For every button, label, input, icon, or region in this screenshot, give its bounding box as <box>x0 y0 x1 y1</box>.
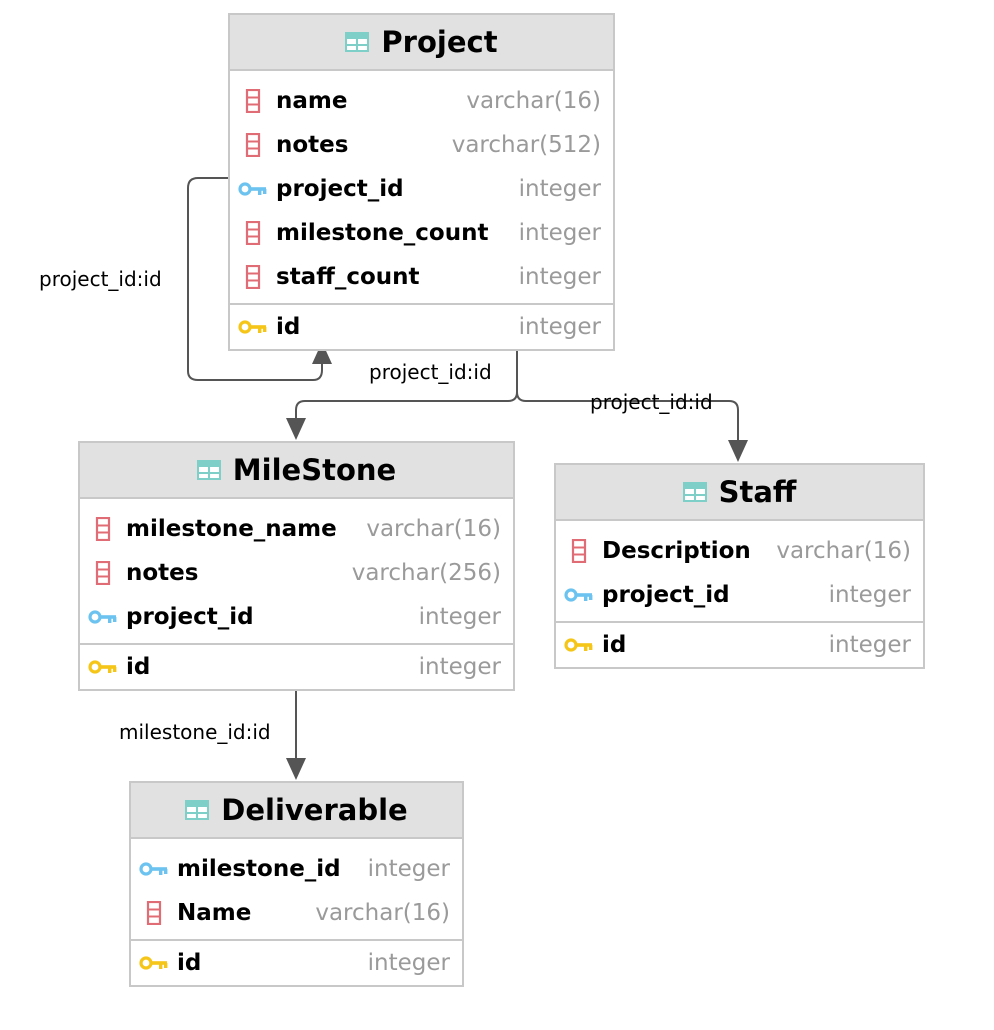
column-name: milestone_name <box>126 516 337 542</box>
arrowhead-milestone-deliverable <box>286 758 306 780</box>
table-milestone[interactable]: MileStone milestone_name varchar(16) not… <box>78 441 515 691</box>
foreign-key-icon <box>88 604 118 630</box>
column-name: Name <box>177 900 252 926</box>
arrowhead-project-milestone <box>286 418 306 440</box>
column-type: varchar(16) <box>315 900 450 926</box>
column-row-project-id[interactable]: project_id integer <box>230 167 613 211</box>
column-icon <box>238 220 268 246</box>
column-row-id[interactable]: id integer <box>230 303 613 349</box>
column-type: integer <box>828 582 911 608</box>
arrowhead-project-self <box>312 342 332 364</box>
column-icon <box>238 264 268 290</box>
column-name: Description <box>602 538 751 564</box>
column-name: id <box>177 950 202 976</box>
primary-key-icon <box>564 632 594 658</box>
table-title: MileStone <box>232 453 397 487</box>
column-type: integer <box>518 264 601 290</box>
column-name: project_id <box>276 176 404 202</box>
column-name: id <box>602 632 627 658</box>
primary-key-icon <box>139 950 169 976</box>
column-name: id <box>276 314 301 340</box>
column-row-id[interactable]: id integer <box>556 621 923 667</box>
table-title: Deliverable <box>221 793 408 827</box>
column-icon <box>564 538 594 564</box>
column-type: varchar(16) <box>466 88 601 114</box>
column-name: project_id <box>602 582 730 608</box>
table-title: Project <box>381 25 498 59</box>
column-icon <box>238 88 268 114</box>
column-type: integer <box>418 654 501 680</box>
table-icon <box>682 482 707 502</box>
foreign-key-icon <box>564 582 594 608</box>
column-type: integer <box>518 314 601 340</box>
column-name: milestone_id <box>177 856 341 882</box>
table-header[interactable]: Deliverable <box>131 783 462 839</box>
relation-label-project-staff: project_id:id <box>590 390 713 414</box>
foreign-key-icon <box>139 856 169 882</box>
column-row-project-id[interactable]: project_id integer <box>80 595 513 639</box>
table-icon <box>185 800 210 820</box>
table-icon <box>345 32 370 52</box>
link-project-self[interactable] <box>187 177 323 381</box>
primary-key-icon <box>238 314 268 340</box>
column-icon <box>238 132 268 158</box>
column-type: varchar(16) <box>366 516 501 542</box>
relation-label-project-milestone: project_id:id <box>369 360 492 384</box>
column-name: notes <box>126 560 199 586</box>
column-type: integer <box>518 220 601 246</box>
column-row-milestone-count[interactable]: milestone_count integer <box>230 211 613 255</box>
column-row-notes[interactable]: notes varchar(256) <box>80 551 513 595</box>
column-type: varchar(256) <box>351 560 501 586</box>
table-header[interactable]: Staff <box>556 465 923 521</box>
table-deliverable[interactable]: Deliverable milestone_id integer Name va… <box>129 781 464 987</box>
relation-label-milestone-deliverable: milestone_id:id <box>119 720 271 744</box>
foreign-key-icon <box>238 176 268 202</box>
column-type: integer <box>367 950 450 976</box>
column-icon <box>88 560 118 586</box>
column-type: varchar(512) <box>451 132 601 158</box>
column-type: integer <box>518 176 601 202</box>
table-project[interactable]: Project name varchar(16) notes varchar(5… <box>228 13 615 351</box>
column-type: integer <box>828 632 911 658</box>
table-icon <box>196 460 221 480</box>
arrowhead-project-staff <box>728 440 748 462</box>
column-row-milestone-name[interactable]: milestone_name varchar(16) <box>80 507 513 551</box>
column-name: name <box>276 88 348 114</box>
table-title: Staff <box>718 475 797 509</box>
column-row-notes[interactable]: notes varchar(512) <box>230 123 613 167</box>
column-row-name[interactable]: Name varchar(16) <box>131 891 462 935</box>
relation-label-project-self: project_id:id <box>39 267 162 291</box>
column-row-id[interactable]: id integer <box>80 643 513 689</box>
column-name: project_id <box>126 604 254 630</box>
column-name: staff_count <box>276 264 420 290</box>
column-type: varchar(16) <box>776 538 911 564</box>
primary-key-icon <box>88 654 118 680</box>
column-row-id[interactable]: id integer <box>131 939 462 985</box>
column-name: notes <box>276 132 349 158</box>
column-type: integer <box>418 604 501 630</box>
column-icon <box>88 516 118 542</box>
table-header[interactable]: Project <box>230 15 613 71</box>
column-row-description[interactable]: Description varchar(16) <box>556 529 923 573</box>
column-row-name[interactable]: name varchar(16) <box>230 79 613 123</box>
column-name: milestone_count <box>276 220 489 246</box>
column-row-project-id[interactable]: project_id integer <box>556 573 923 617</box>
table-staff[interactable]: Staff Description varchar(16) project_id… <box>554 463 925 669</box>
link-project-staff[interactable] <box>516 342 739 446</box>
column-name: id <box>126 654 151 680</box>
column-row-milestone-id[interactable]: milestone_id integer <box>131 847 462 891</box>
table-header[interactable]: MileStone <box>80 443 513 499</box>
column-row-staff-count[interactable]: staff_count integer <box>230 255 613 299</box>
column-type: integer <box>367 856 450 882</box>
column-icon <box>139 900 169 926</box>
